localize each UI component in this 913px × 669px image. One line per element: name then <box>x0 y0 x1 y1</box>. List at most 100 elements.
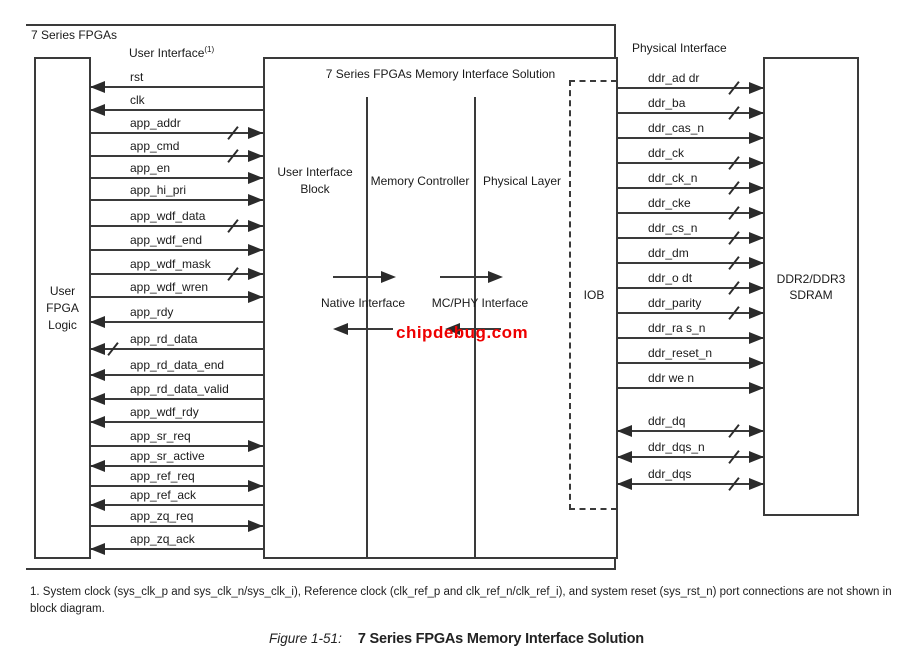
signal-wire-ddr_ck_n <box>617 187 764 189</box>
signal-label-app_wdf_end: app_wdf_end <box>130 233 203 247</box>
signal-label-app_zq_ack: app_zq_ack <box>130 532 195 546</box>
signal-label-app_ref_ack: app_ref_ack <box>130 488 197 502</box>
signal-label-app_cmd: app_cmd <box>130 139 180 153</box>
right-arrowhead-icon <box>749 282 764 294</box>
right-arrowhead-icon <box>248 291 263 303</box>
signal-label-ddr_we_n: ddr we n <box>648 371 695 385</box>
left-arrowhead-icon <box>445 323 460 335</box>
right-arrowhead-icon <box>248 127 263 139</box>
signal-label-ddr_dm: ddr_dm <box>648 246 689 260</box>
right-arrowhead-icon <box>248 220 263 232</box>
signal-label-ddr_ck: ddr_ck <box>648 146 685 160</box>
iob-label: IOB <box>583 288 605 302</box>
left-arrowhead-icon <box>617 425 632 437</box>
signal-label-app_rdy: app_rdy <box>130 305 174 319</box>
signal-wire-app_sr_req <box>90 445 263 447</box>
signal-wire-clk <box>90 109 263 111</box>
iob-dashed-box: IOB <box>569 80 617 510</box>
signal-wire-app_rdy <box>90 321 263 323</box>
divider-mc-phy <box>474 97 476 558</box>
signal-label-rst: rst <box>130 70 144 84</box>
user-interface-footnote-ref: (1) <box>204 45 215 54</box>
left-arrowhead-icon <box>90 416 105 428</box>
signal-label-app_addr: app_addr <box>130 116 181 130</box>
user-fpga-logic-box: User FPGA Logic <box>34 57 91 559</box>
signal-wire-app_wdf_data <box>90 225 263 227</box>
right-arrowhead-icon <box>749 157 764 169</box>
signal-label-app_rd_data_valid: app_rd_data_valid <box>130 382 229 396</box>
signal-wire-ddr_dm <box>617 262 764 264</box>
mcphy-interface-arrow-left <box>460 328 501 330</box>
signal-wire-app_en <box>90 177 263 179</box>
section-user-interface-block: User Interface Block <box>277 165 353 196</box>
native-interface-arrow-right <box>333 276 381 278</box>
signal-label-app_en: app_en <box>130 161 171 175</box>
right-arrowhead-icon <box>749 357 764 369</box>
signal-wire-app_zq_req <box>90 525 263 527</box>
signal-label-ddr_ck_n: ddr_ck_n <box>648 171 698 185</box>
right-arrowhead-icon <box>749 207 764 219</box>
signal-label-ddr_parity: ddr_parity <box>648 296 702 310</box>
right-arrowhead-icon <box>248 480 263 492</box>
right-arrowhead-icon <box>248 244 263 256</box>
right-arrowhead-icon <box>749 257 764 269</box>
signal-wire-app_rd_data_valid <box>90 398 263 400</box>
right-arrowhead-icon <box>749 382 764 394</box>
signal-label-app_wdf_data: app_wdf_data <box>130 209 206 223</box>
right-arrowhead-icon <box>749 82 764 94</box>
figure-title: 7 Series FPGAs Memory Interface Solution <box>357 631 644 647</box>
ddr-sdram-box: DDR2/DDR3 SDRAM <box>763 57 859 516</box>
signal-wire-app_rd_data_end <box>90 374 263 376</box>
signal-label-app_hi_pri: app_hi_pri <box>130 183 187 197</box>
signal-label-app_zq_req: app_zq_req <box>130 509 194 523</box>
signal-wire-ddr_dqs <box>617 483 764 485</box>
signal-label-app_wdf_wren: app_wdf_wren <box>130 280 209 294</box>
signal-wire-ddr_o_dt <box>617 287 764 289</box>
memory-interface-solution-box <box>263 57 618 559</box>
native-interface-arrow-left <box>348 328 393 330</box>
right-arrowhead-icon <box>248 172 263 184</box>
signal-label-ddr_ba: ddr_ba <box>648 96 686 110</box>
right-arrowhead-icon <box>749 332 764 344</box>
signal-wire-app_cmd <box>90 155 263 157</box>
signal-wire-ddr_dqs_n <box>617 456 764 458</box>
signal-label-ddr_dq: ddr_dq <box>648 414 686 428</box>
figure-caption: Figure 1-51:7 Series FPGAs Memory Interf… <box>0 630 913 648</box>
divider-ui-mc <box>366 97 368 558</box>
signal-label-ddr_cke: ddr_cke <box>648 196 691 210</box>
signal-label-app_wdf_mask: app_wdf_mask <box>130 257 211 271</box>
signal-wire-ddr_parity <box>617 312 764 314</box>
native-interface-label: Native Interface <box>320 296 406 310</box>
signal-label-clk: clk <box>130 93 145 107</box>
right-arrowhead-icon <box>248 194 263 206</box>
signal-wire-app_ref_req <box>90 485 263 487</box>
signal-label-app_ref_req: app_ref_req <box>130 469 195 483</box>
right-arrowhead-icon <box>749 425 764 437</box>
signal-wire-rst <box>90 86 263 88</box>
signal-label-ddr_o_dt: ddr_o dt <box>648 271 693 285</box>
signal-label-app_rd_data: app_rd_data <box>130 332 198 346</box>
signal-label-ddr_ra_s_n: ddr_ra s_n <box>648 321 706 335</box>
signal-wire-app_wdf_mask <box>90 273 263 275</box>
left-arrowhead-icon <box>90 104 105 116</box>
signal-wire-ddr_we_n <box>617 387 764 389</box>
right-arrowhead-icon <box>248 440 263 452</box>
signal-wire-app_wdf_wren <box>90 296 263 298</box>
watermark-text: chipdebug.com <box>396 323 529 342</box>
left-arrowhead-icon <box>90 499 105 511</box>
signal-label-ddr_reset_n: ddr_reset_n <box>648 346 713 360</box>
signal-wire-ddr_ra_s_n <box>617 337 764 339</box>
signal-wire-app_sr_active <box>90 465 263 467</box>
left-arrowhead-icon <box>90 460 105 472</box>
signal-label-app_sr_active: app_sr_active <box>130 449 205 463</box>
right-arrowhead-icon <box>749 232 764 244</box>
left-arrowhead-icon <box>617 478 632 490</box>
signal-label-app_sr_req: app_sr_req <box>130 429 191 443</box>
section-physical-layer: Physical Layer <box>482 174 562 188</box>
mcphy-interface-arrow-right <box>440 276 488 278</box>
right-arrowhead-icon <box>749 307 764 319</box>
user-fpga-logic-label: User FPGA Logic <box>46 283 79 332</box>
signal-wire-app_wdf_rdy <box>90 421 263 423</box>
signal-wire-ddr_cas_n <box>617 137 764 139</box>
